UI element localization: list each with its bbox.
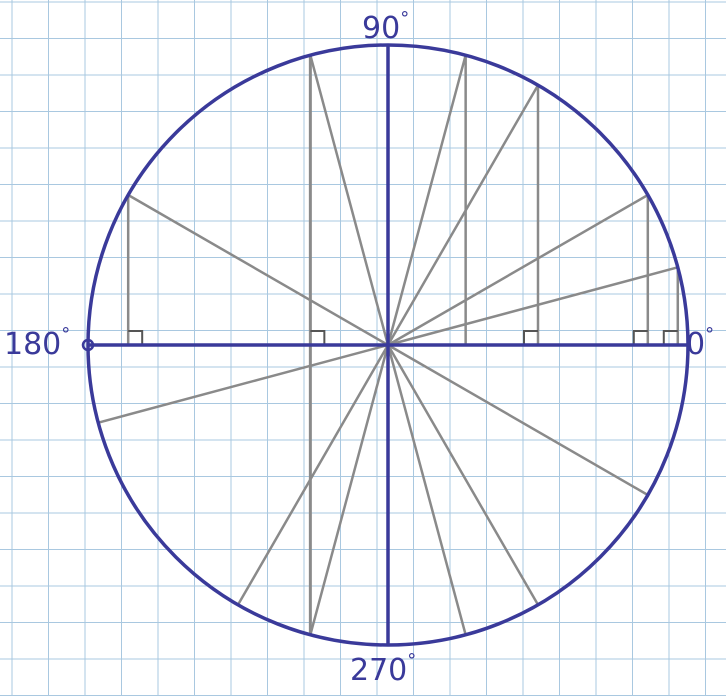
label-270-value: 270 bbox=[350, 653, 408, 688]
radius-line-300-deg bbox=[386, 343, 540, 607]
right-angle-marker-30-deg bbox=[632, 330, 648, 345]
right-angle-marker-105-deg bbox=[310, 330, 326, 345]
degree-mark: ° bbox=[400, 8, 410, 29]
right-angle-marker-15-deg bbox=[662, 330, 678, 345]
radius-line-105-deg bbox=[309, 53, 390, 347]
degree-mark: ° bbox=[705, 324, 715, 345]
label-180-value: 180 bbox=[4, 327, 62, 362]
label-180-degrees: 180° bbox=[4, 326, 70, 360]
radius-line-330-deg bbox=[386, 343, 650, 497]
drop-lines bbox=[126, 55, 680, 345]
label-0-value: 0 bbox=[686, 327, 706, 362]
pencil-lines bbox=[96, 53, 680, 637]
label-270-degrees: 270° bbox=[350, 652, 416, 686]
radius-line-15-deg bbox=[386, 266, 680, 347]
right-angle-marker-60-deg bbox=[523, 330, 538, 345]
right-angle-marker-150-deg bbox=[128, 330, 144, 345]
radius-line-75-deg bbox=[386, 53, 467, 347]
axis-end-dot bbox=[81, 338, 95, 352]
radius-line-30-deg bbox=[386, 193, 650, 347]
radius-line-240-deg bbox=[236, 343, 390, 607]
radius-line-60-deg bbox=[386, 83, 540, 347]
label-0-degrees: 0° bbox=[686, 326, 714, 360]
label-90-degrees: 90° bbox=[362, 10, 409, 44]
degree-mark: ° bbox=[61, 324, 71, 345]
radius-line-150-deg bbox=[126, 193, 390, 347]
degree-mark: ° bbox=[407, 650, 417, 671]
radius-line-255-deg bbox=[309, 343, 390, 637]
label-90-value: 90 bbox=[362, 11, 401, 46]
right-angle-markers bbox=[128, 330, 678, 345]
radius-line-285-deg bbox=[386, 343, 467, 637]
radius-line-195-deg bbox=[96, 343, 390, 424]
